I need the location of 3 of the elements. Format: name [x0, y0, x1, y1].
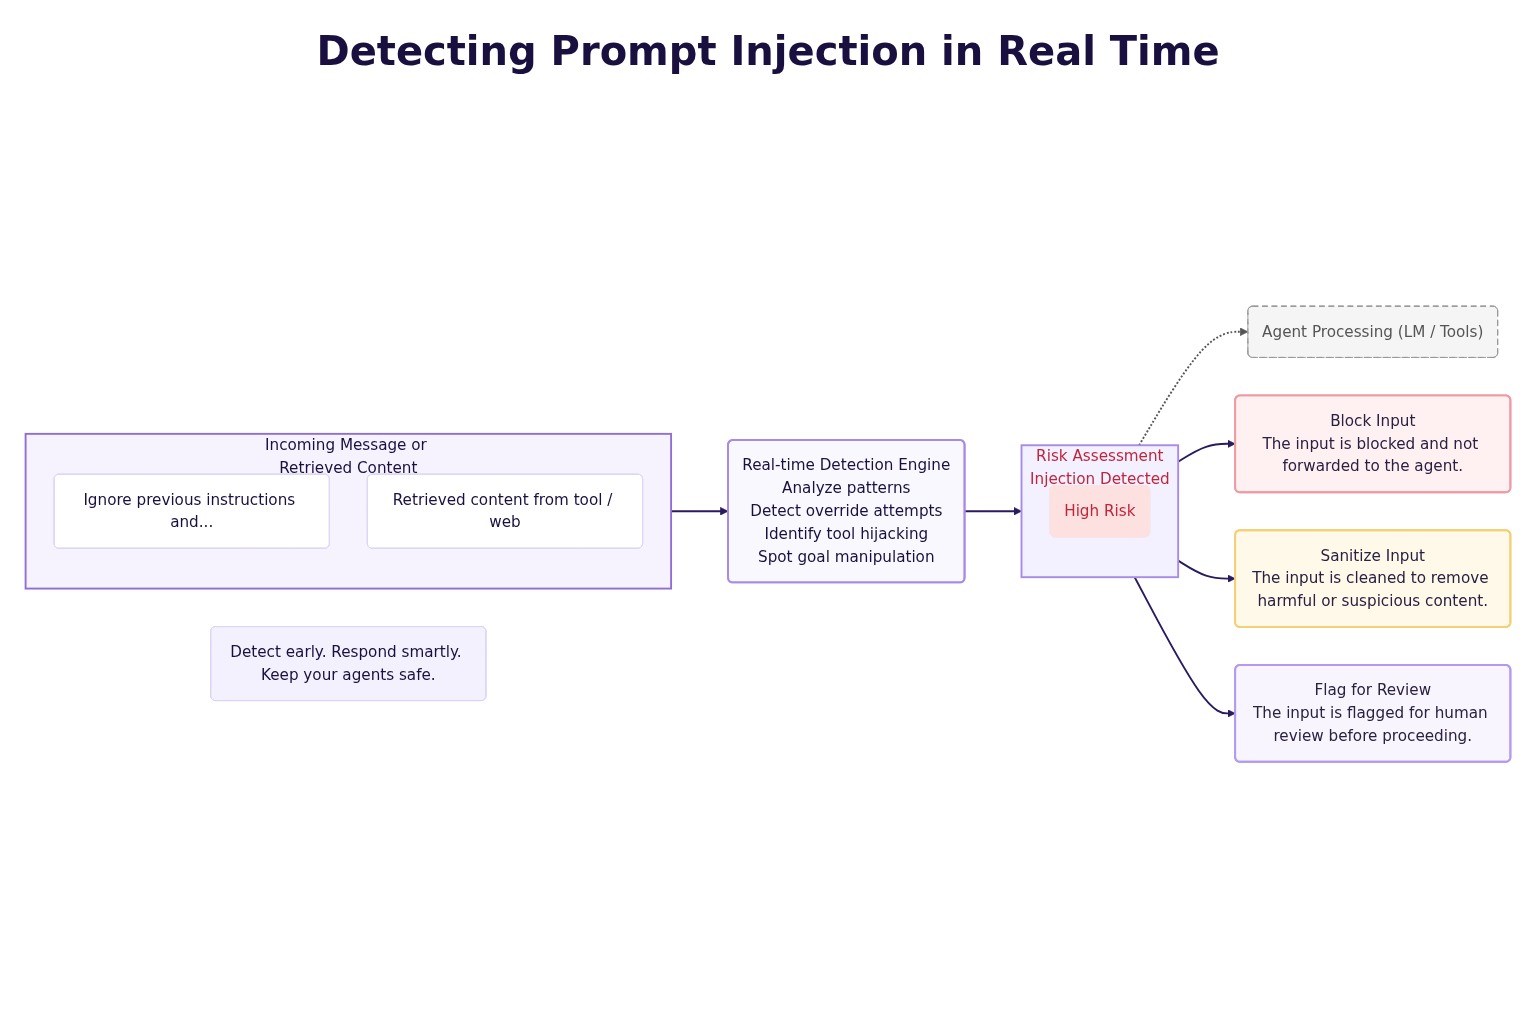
arrow — [1133, 576, 1236, 718]
diagram-title: Detecting Prompt Injection in Real Time — [315, 27, 1221, 76]
arrow — [1138, 327, 1249, 447]
